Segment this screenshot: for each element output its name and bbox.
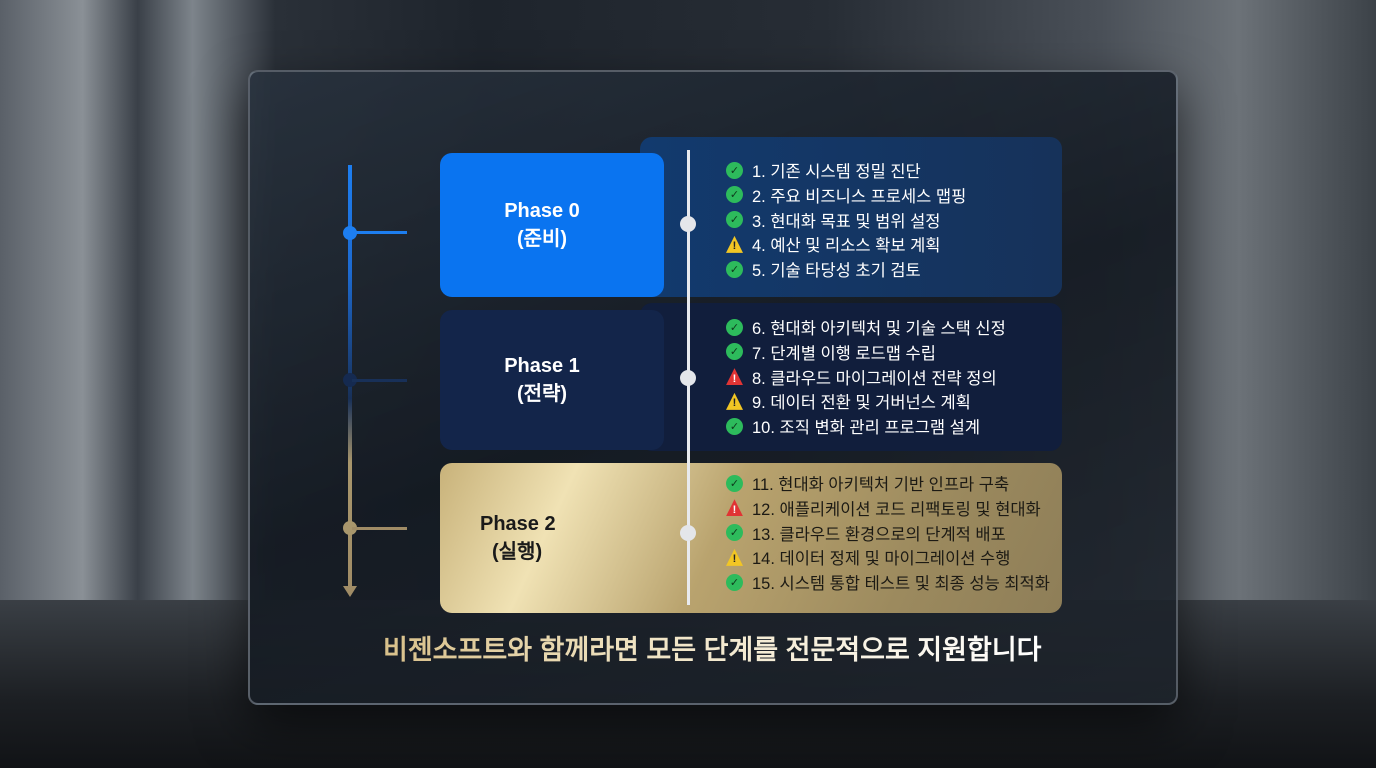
task-label: 12. 애플리케이션 코드 리팩토링 및 현대화 <box>752 500 1041 519</box>
task-item: ! 12. 애플리케이션 코드 리팩토링 및 현대화 <box>726 496 1041 520</box>
timeline-dot-phase-2 <box>343 521 357 535</box>
task-label: 4. 예산 및 리소스 확보 계획 <box>752 237 941 256</box>
task-label: 10. 조직 변화 관리 프로그램 설계 <box>752 419 981 438</box>
task-label: 6. 현대화 아키텍처 및 기술 스택 신정 <box>752 320 1006 338</box>
check-circle-icon: ✓ <box>726 186 743 204</box>
check-circle-icon: ✓ <box>726 524 743 542</box>
connector-dot-phase-0 <box>680 216 696 232</box>
task-label: 13. 클라우드 환경으로의 단계적 배포 <box>752 525 1006 544</box>
timeline-dot-phase-0 <box>343 226 357 240</box>
check-circle-icon: ✓ <box>726 573 743 591</box>
task-item: ! 9. 데이터 전환 및 거버넌스 계획 <box>726 389 971 413</box>
phase-1-title: Phase 1 <box>504 355 580 377</box>
footer-tagline: 비젠소프트와 함께라면 모든 단계를 전문적으로 지원합니다 <box>383 628 1042 667</box>
task-item: ! 14. 데이터 정제 및 마이그레이션 수행 <box>726 545 1010 569</box>
timeline-arrow-icon <box>343 586 357 597</box>
warning-triangle-icon: ! <box>726 392 743 410</box>
phase-0-card: Phase 0 (준비) <box>440 153 664 297</box>
task-item: ✓ 6. 현대화 아키텍처 및 기술 스택 신정 <box>726 315 1006 339</box>
task-label: 15. 시스템 통합 테스트 및 최종 성능 최적화 <box>752 575 1050 594</box>
task-label: 5. 기술 타당성 초기 검토 <box>752 262 921 281</box>
task-label: 8. 클라우드 마이그레이션 전략 정의 <box>752 369 997 388</box>
connector-dot-phase-2 <box>680 525 696 541</box>
phase-1-tasks-panel <box>640 303 1062 451</box>
phase-0-title: Phase 0 <box>504 200 580 222</box>
timeline-tick-phase-2 <box>352 527 407 530</box>
task-label: 3. 현대화 목표 및 범위 설정 <box>752 212 941 231</box>
check-circle-icon: ✓ <box>726 161 743 179</box>
task-item: ✓ 5. 기술 타당성 초기 검토 <box>726 257 921 281</box>
check-circle-icon: ✓ <box>726 417 743 435</box>
warning-triangle-icon: ! <box>726 548 743 566</box>
task-label: 14. 데이터 정제 및 마이그레이션 수행 <box>752 550 1011 569</box>
task-item: ! 8. 클라우드 마이그레이션 전략 정의 <box>726 365 997 389</box>
phase-0-tasks-panel <box>640 137 1062 297</box>
task-item: ✓ 13. 클라우드 환경으로의 단계적 배포 <box>726 521 1006 545</box>
task-label: 7. 단계별 이행 로드맵 수립 <box>752 344 936 363</box>
alert-triangle-icon: ! <box>726 499 743 517</box>
task-item: ✓ 7. 단계별 이행 로드맵 수립 <box>726 340 936 364</box>
task-item: ✓ 3. 현대화 목표 및 범위 설정 <box>726 208 940 232</box>
alert-triangle-icon: ! <box>726 368 743 386</box>
check-circle-icon: ✓ <box>726 318 743 336</box>
phase-0-subtitle: (준비) <box>516 228 568 250</box>
timeline-tick-phase-0 <box>352 231 407 234</box>
phase-2-subtitle: (실행) <box>492 541 543 563</box>
task-label: 9. 데이터 전환 및 거버넌스 계획 <box>752 394 971 413</box>
phase-2-title: Phase 2 <box>480 513 556 535</box>
task-item: ✓ 10. 조직 변화 관리 프로그램 설계 <box>726 414 980 438</box>
task-label: 2. 주요 비즈니스 프로세스 맵핑 <box>752 187 967 206</box>
task-label: 1. 기존 시스템 정밀 진단 <box>752 163 921 181</box>
connector-dot-phase-1 <box>680 370 696 386</box>
check-circle-icon: ✓ <box>726 343 743 361</box>
check-circle-icon: ✓ <box>726 211 743 229</box>
task-item: ! 4. 예산 및 리소스 확보 계획 <box>726 232 940 256</box>
task-item: ✓ 2. 주요 비즈니스 프로세스 맵핑 <box>726 183 966 207</box>
check-circle-icon: ✓ <box>726 474 743 492</box>
task-item: ✓ 1. 기존 시스템 정밀 진단 <box>726 158 921 182</box>
check-circle-icon: ✓ <box>726 260 743 278</box>
phase-1-card: Phase 1 (전략) <box>440 310 664 450</box>
timeline-dot-phase-1 <box>343 373 357 387</box>
task-item: ✓ 11. 현대화 아키텍처 기반 인프라 구축 <box>726 471 1009 495</box>
task-label: 11. 현대화 아키텍처 기반 인프라 구축 <box>752 476 1010 494</box>
warning-triangle-icon: ! <box>726 235 743 253</box>
phase-2-card: Phase 2 (실행) <box>440 463 1062 613</box>
phase-1-subtitle: (전략) <box>516 383 568 405</box>
timeline-tick-phase-1 <box>352 379 407 382</box>
task-item: ✓ 15. 시스템 통합 테스트 및 최종 성능 최적화 <box>726 570 1050 594</box>
